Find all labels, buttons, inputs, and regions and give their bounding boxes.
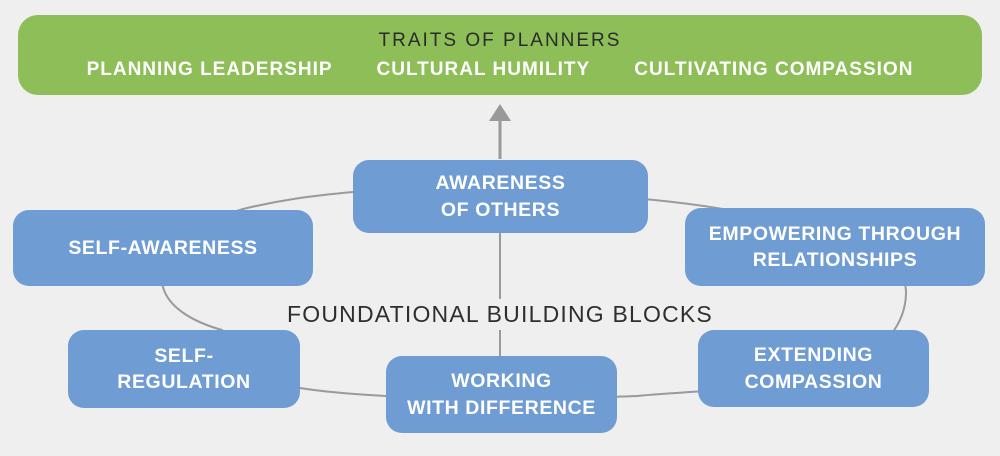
traits-banner: TRAITS OF PLANNERS PLANNING LEADERSHIP C…: [18, 15, 982, 95]
block-working-with-difference: WORKING WITH DIFFERENCE: [386, 356, 617, 433]
block-empowering-through-relationships: EMPOWERING THROUGH RELATIONSHIPS: [685, 208, 985, 286]
banner-item-cultivating-compassion: CULTIVATING COMPASSION: [634, 58, 914, 80]
block-extending-compassion: EXTENDING COMPASSION: [698, 330, 929, 407]
banner-item-cultural-humility: CULTURAL HUMILITY: [376, 58, 591, 80]
block-self-awareness: SELF-AWARENESS: [13, 210, 313, 286]
arrow-head-icon: [489, 104, 511, 121]
banner-item-planning-leadership: PLANNING LEADERSHIP: [86, 58, 333, 80]
block-self-regulation: SELF- REGULATION: [68, 330, 300, 408]
block-awareness-of-others: AWARENESS OF OTHERS: [353, 160, 648, 233]
banner-title: TRAITS OF PLANNERS: [378, 29, 622, 51]
foundational-building-blocks-label: FOUNDATIONAL BUILDING BLOCKS: [275, 299, 725, 330]
banner-items: PLANNING LEADERSHIP CULTURAL HUMILITY CU…: [87, 59, 914, 81]
